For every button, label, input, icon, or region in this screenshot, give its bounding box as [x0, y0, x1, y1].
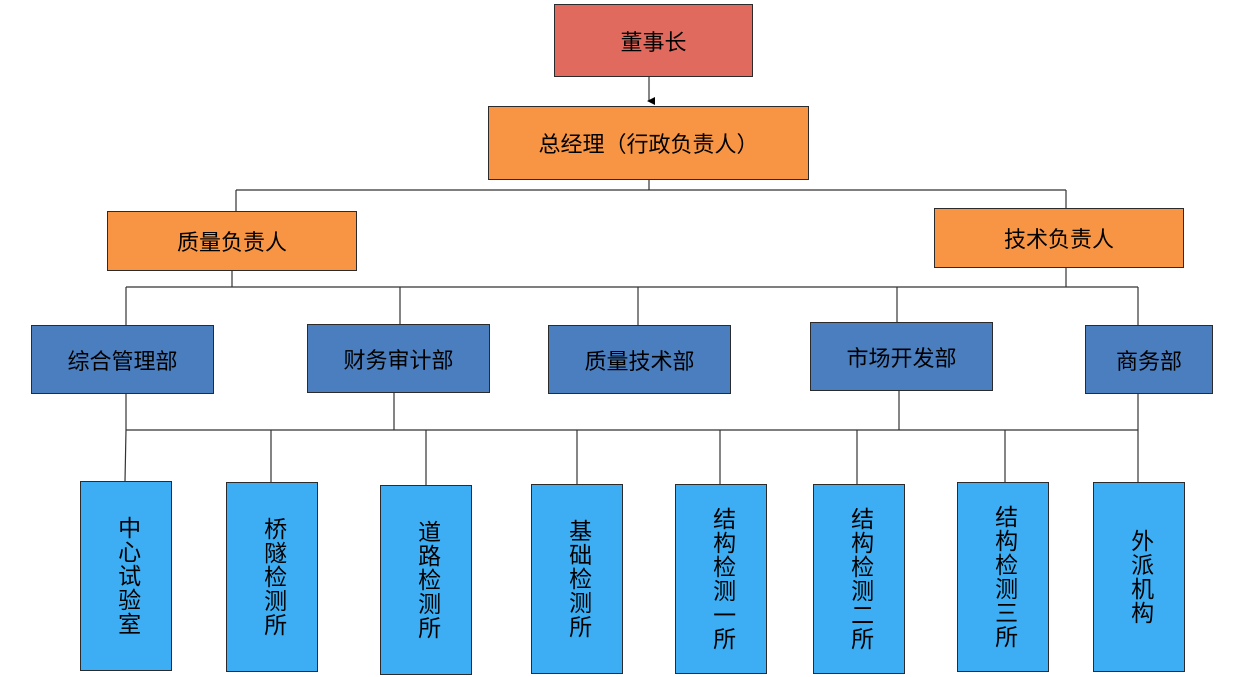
unit-box-structure-1: 结构检测一所 — [675, 484, 767, 674]
chairman-box: 董事长 — [554, 4, 753, 77]
unit-label: 外派机构 — [1126, 529, 1153, 625]
unit-label: 桥隧检测所 — [259, 517, 286, 637]
unit-box-structure-2: 结构检测二所 — [813, 484, 905, 674]
dept-box-finance-audit: 财务审计部 — [307, 324, 490, 393]
dept-label: 财务审计部 — [343, 348, 454, 374]
dept-box-quality-tech: 质量技术部 — [548, 325, 731, 394]
general-manager-label: 总经理（行政负责人） — [538, 133, 759, 158]
dept-label: 质量技术部 — [584, 349, 695, 375]
unit-box-bridge-tunnel: 桥隧检测所 — [226, 482, 318, 672]
unit-box-foundation: 基础检测所 — [531, 484, 623, 674]
unit-label: 结构检测三所 — [990, 505, 1017, 649]
general-manager-box: 总经理（行政负责人） — [488, 106, 809, 180]
unit-box-structure-3: 结构检测三所 — [957, 482, 1049, 672]
quality-head-box: 质量负责人 — [107, 211, 357, 271]
unit-box-dispatched: 外派机构 — [1093, 482, 1185, 672]
unit-label: 基础检测所 — [564, 519, 591, 639]
tech-head-label: 技术负责人 — [1003, 228, 1114, 253]
quality-head-label: 质量负责人 — [176, 231, 287, 256]
unit-label: 结构检测二所 — [846, 507, 873, 651]
unit-box-road: 道路检测所 — [380, 485, 472, 675]
dept-label: 综合管理部 — [67, 349, 178, 375]
unit-label: 结构检测一所 — [708, 507, 735, 651]
chairman-label: 董事长 — [620, 30, 687, 56]
dept-box-general-admin: 综合管理部 — [31, 325, 214, 394]
dept-box-commerce: 商务部 — [1085, 325, 1213, 394]
dept-label: 市场开发部 — [846, 346, 957, 372]
dept-box-market-dev: 市场开发部 — [810, 322, 993, 391]
unit-box-central-lab: 中心试验室 — [80, 481, 172, 671]
unit-label: 中心试验室 — [113, 516, 140, 636]
dept-label: 商务部 — [1115, 349, 1182, 375]
unit-label: 道路检测所 — [413, 520, 440, 640]
tech-head-box: 技术负责人 — [934, 208, 1184, 268]
